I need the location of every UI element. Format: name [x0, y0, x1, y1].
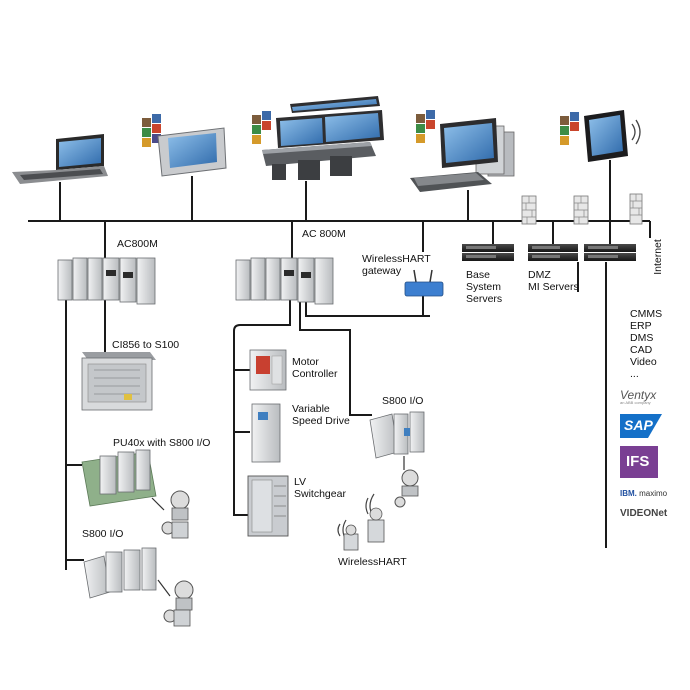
motor-controller-label-line2: Controller — [292, 368, 338, 380]
wirelesshart-field-devices — [337, 493, 385, 551]
motor-controller-device — [249, 349, 287, 391]
base-servers-label-line2: System — [466, 281, 502, 293]
variable-speed-drive-device — [251, 403, 281, 463]
ci856-label: CI856 to S100 — [112, 339, 180, 351]
sap-logo-text: SAP — [624, 417, 653, 433]
firewall-2 — [573, 195, 589, 225]
lv-switchgear-label-line2: Switchgear — [294, 488, 346, 500]
ac800m-middle-label: AC 800M — [302, 228, 346, 240]
app-item: ERP — [630, 320, 652, 332]
s800-io-right — [369, 411, 425, 459]
vsd-label-line1: Variable — [292, 403, 330, 415]
vsd-label-line2: Speed Drive — [292, 415, 350, 427]
lv-switchgear-cabinet — [247, 475, 289, 537]
enterprise-apps-list: CMMS ERP DMS CAD Video ... — [630, 308, 662, 380]
control-room-operator-workplace — [252, 96, 384, 180]
ci856-s100-rack — [81, 352, 156, 411]
wirelesshart-label: WirelessHART — [338, 556, 407, 568]
wirelesshart-gateway-device — [404, 269, 444, 297]
field-transmitter-1 — [151, 490, 190, 539]
videonet-logo: VIDEONet — [620, 508, 668, 519]
base-servers-label-line3: Servers — [466, 293, 503, 305]
firewall-1 — [521, 195, 537, 225]
app-item: CMMS — [630, 308, 663, 320]
field-transmitter-2 — [157, 579, 194, 627]
wirelesshart-gateway-label-line2: gateway — [362, 265, 402, 277]
ac800m-controller-middle — [235, 257, 334, 305]
base-servers-label-line1: Base — [466, 269, 490, 281]
application-servers — [584, 244, 636, 261]
app-item: Video — [630, 356, 657, 368]
app-icons-cluster-2 — [252, 111, 271, 144]
ibm-maximo-logo: IBM. maximo — [620, 489, 668, 498]
ifs-logo — [620, 446, 658, 478]
app-icons-cluster-1 — [142, 114, 161, 147]
pu40x-s800-io — [81, 449, 157, 507]
pu40x-label: PU40x with S800 I/O — [113, 437, 211, 449]
ventyx-logo: Ventyx an ABB company — [620, 388, 657, 405]
dmz-label-line2: MI Servers — [528, 281, 579, 293]
wirelesshart-gateway-label-line1: WirelessHART — [362, 253, 431, 265]
ac800m-controller-left — [57, 257, 156, 305]
desktop-workstation — [410, 110, 515, 192]
s800-io-right-label: S800 I/O — [382, 395, 424, 407]
dmz-label-line1: DMZ — [528, 269, 551, 281]
wireless-signal-icon — [631, 119, 641, 145]
ac800m-left-label: AC800M — [117, 238, 158, 250]
firewall-3 — [629, 193, 643, 225]
s800-io-bottom-label: S800 I/O — [82, 528, 124, 540]
ifs-logo-text: IFS — [626, 453, 650, 470]
internet-label: Internet — [651, 239, 664, 275]
app-icons-cluster-3 — [416, 110, 435, 143]
lv-switchgear-label-line1: LV — [294, 476, 307, 488]
app-icons-cluster-4 — [560, 112, 579, 145]
field-transmitter-3 — [394, 456, 419, 508]
connection-lines — [28, 160, 650, 570]
app-item: ... — [630, 368, 639, 380]
dmz-mi-servers — [528, 244, 578, 261]
panel-pc — [142, 114, 227, 177]
base-system-servers — [462, 244, 514, 261]
sap-logo — [620, 414, 662, 438]
app-item: CAD — [630, 344, 653, 356]
s800-io-bottom — [83, 547, 157, 599]
app-item: DMS — [630, 332, 654, 344]
laptop-workstation — [12, 134, 108, 184]
motor-controller-label-line1: Motor — [292, 356, 319, 368]
tablet-device — [560, 110, 641, 162]
